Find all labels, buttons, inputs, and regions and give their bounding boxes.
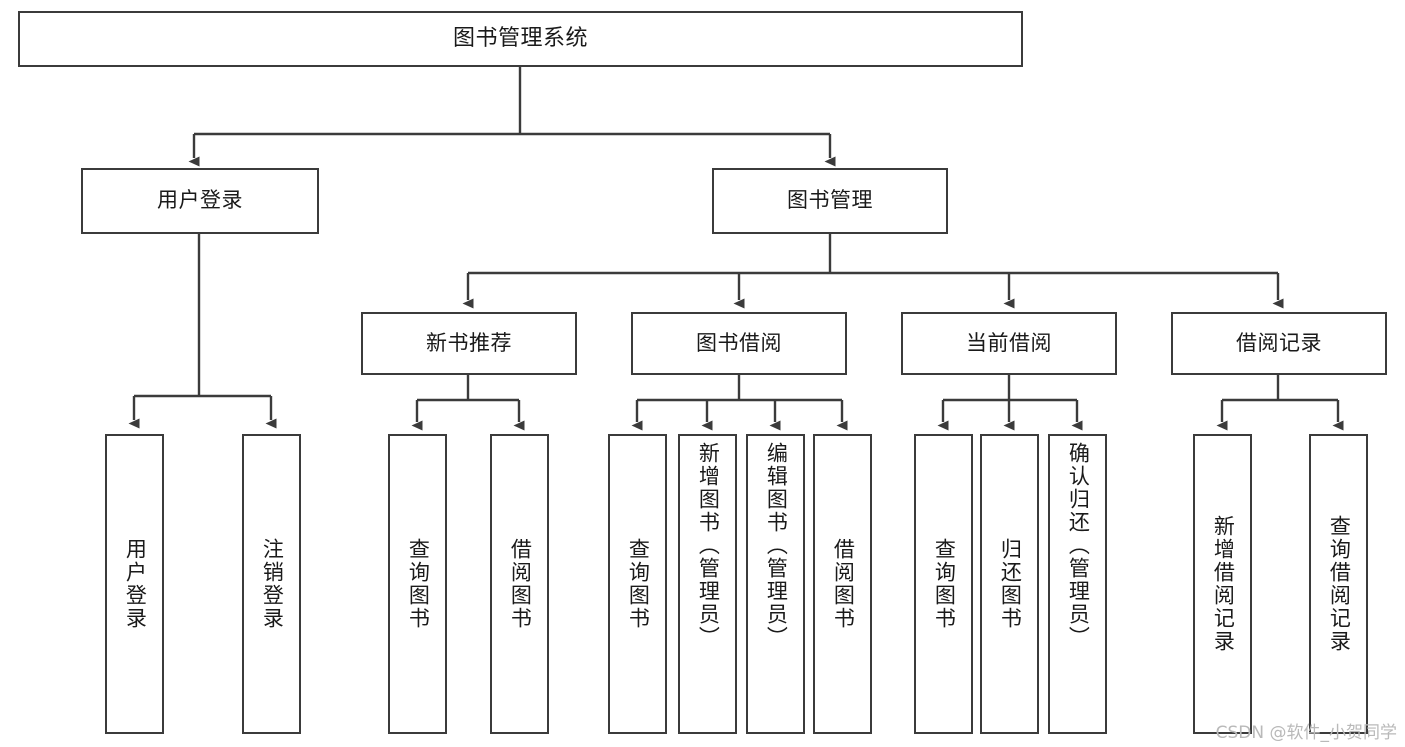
node-root-book-management-system[interactable]: 图书管理系统 [18, 11, 1023, 67]
leaf-confirm-return-admin[interactable]: 确认归还（管理员） [1048, 434, 1107, 734]
node-label: 查询图书 [932, 538, 957, 630]
node-label: 借阅记录 [1236, 330, 1322, 355]
node-label: 新增借阅记录 [1211, 515, 1236, 653]
node-label: 确认归还（管理员） [1066, 442, 1091, 649]
node-label: 借阅图书 [831, 538, 856, 630]
node-current-borrowing[interactable]: 当前借阅 [901, 312, 1117, 375]
node-label: 图书管理系统 [452, 25, 588, 51]
leaf-current-query-book[interactable]: 查询图书 [914, 434, 973, 734]
node-label: 图书借阅 [696, 330, 782, 355]
leaf-add-book-admin[interactable]: 新增图书（管理员） [678, 434, 737, 734]
watermark-text: CSDN @软件_小贺同学 [1215, 723, 1397, 743]
edge-group-user-login [128, 234, 277, 429]
leaf-recommend-borrow-book[interactable]: 借阅图书 [490, 434, 549, 734]
leaf-user-logout[interactable]: 注销登录 [242, 434, 301, 734]
edge-group-borrow-record [1216, 375, 1344, 431]
node-label: 用户登录 [157, 188, 243, 213]
edge-group-root [188, 67, 836, 167]
node-book-management[interactable]: 图书管理 [712, 168, 948, 234]
node-label: 编辑图书（管理员） [764, 442, 789, 649]
node-label: 查询图书 [406, 538, 431, 630]
node-label: 图书管理 [787, 188, 873, 213]
leaf-recommend-query-book[interactable]: 查询图书 [388, 434, 447, 734]
leaf-edit-book-admin[interactable]: 编辑图书（管理员） [746, 434, 805, 734]
node-label: 查询借阅记录 [1327, 515, 1352, 653]
node-user-login[interactable]: 用户登录 [81, 168, 319, 234]
edge-group-current-borrow [937, 375, 1083, 431]
node-new-book-recommendation[interactable]: 新书推荐 [361, 312, 577, 375]
leaf-borrow-book[interactable]: 借阅图书 [813, 434, 872, 734]
node-label: 用户登录 [123, 538, 148, 630]
edge-group-book-manage [462, 234, 1284, 309]
node-book-borrowing[interactable]: 图书借阅 [631, 312, 847, 375]
leaf-user-login[interactable]: 用户登录 [105, 434, 164, 734]
leaf-add-borrow-record[interactable]: 新增借阅记录 [1193, 434, 1252, 734]
node-label: 注销登录 [260, 538, 285, 630]
node-label: 新书推荐 [426, 330, 512, 355]
node-borrowing-records[interactable]: 借阅记录 [1171, 312, 1387, 375]
node-label: 新增图书（管理员） [696, 442, 721, 649]
node-label: 归还图书 [998, 538, 1023, 630]
node-label: 借阅图书 [508, 538, 533, 630]
leaf-query-borrow-record[interactable]: 查询借阅记录 [1309, 434, 1368, 734]
node-label: 查询图书 [626, 538, 651, 630]
leaf-borrow-query-book[interactable]: 查询图书 [608, 434, 667, 734]
edge-group-book-borrow [631, 375, 848, 431]
edge-group-new-book-rec [411, 375, 525, 431]
leaf-return-book[interactable]: 归还图书 [980, 434, 1039, 734]
node-label: 当前借阅 [966, 330, 1052, 355]
